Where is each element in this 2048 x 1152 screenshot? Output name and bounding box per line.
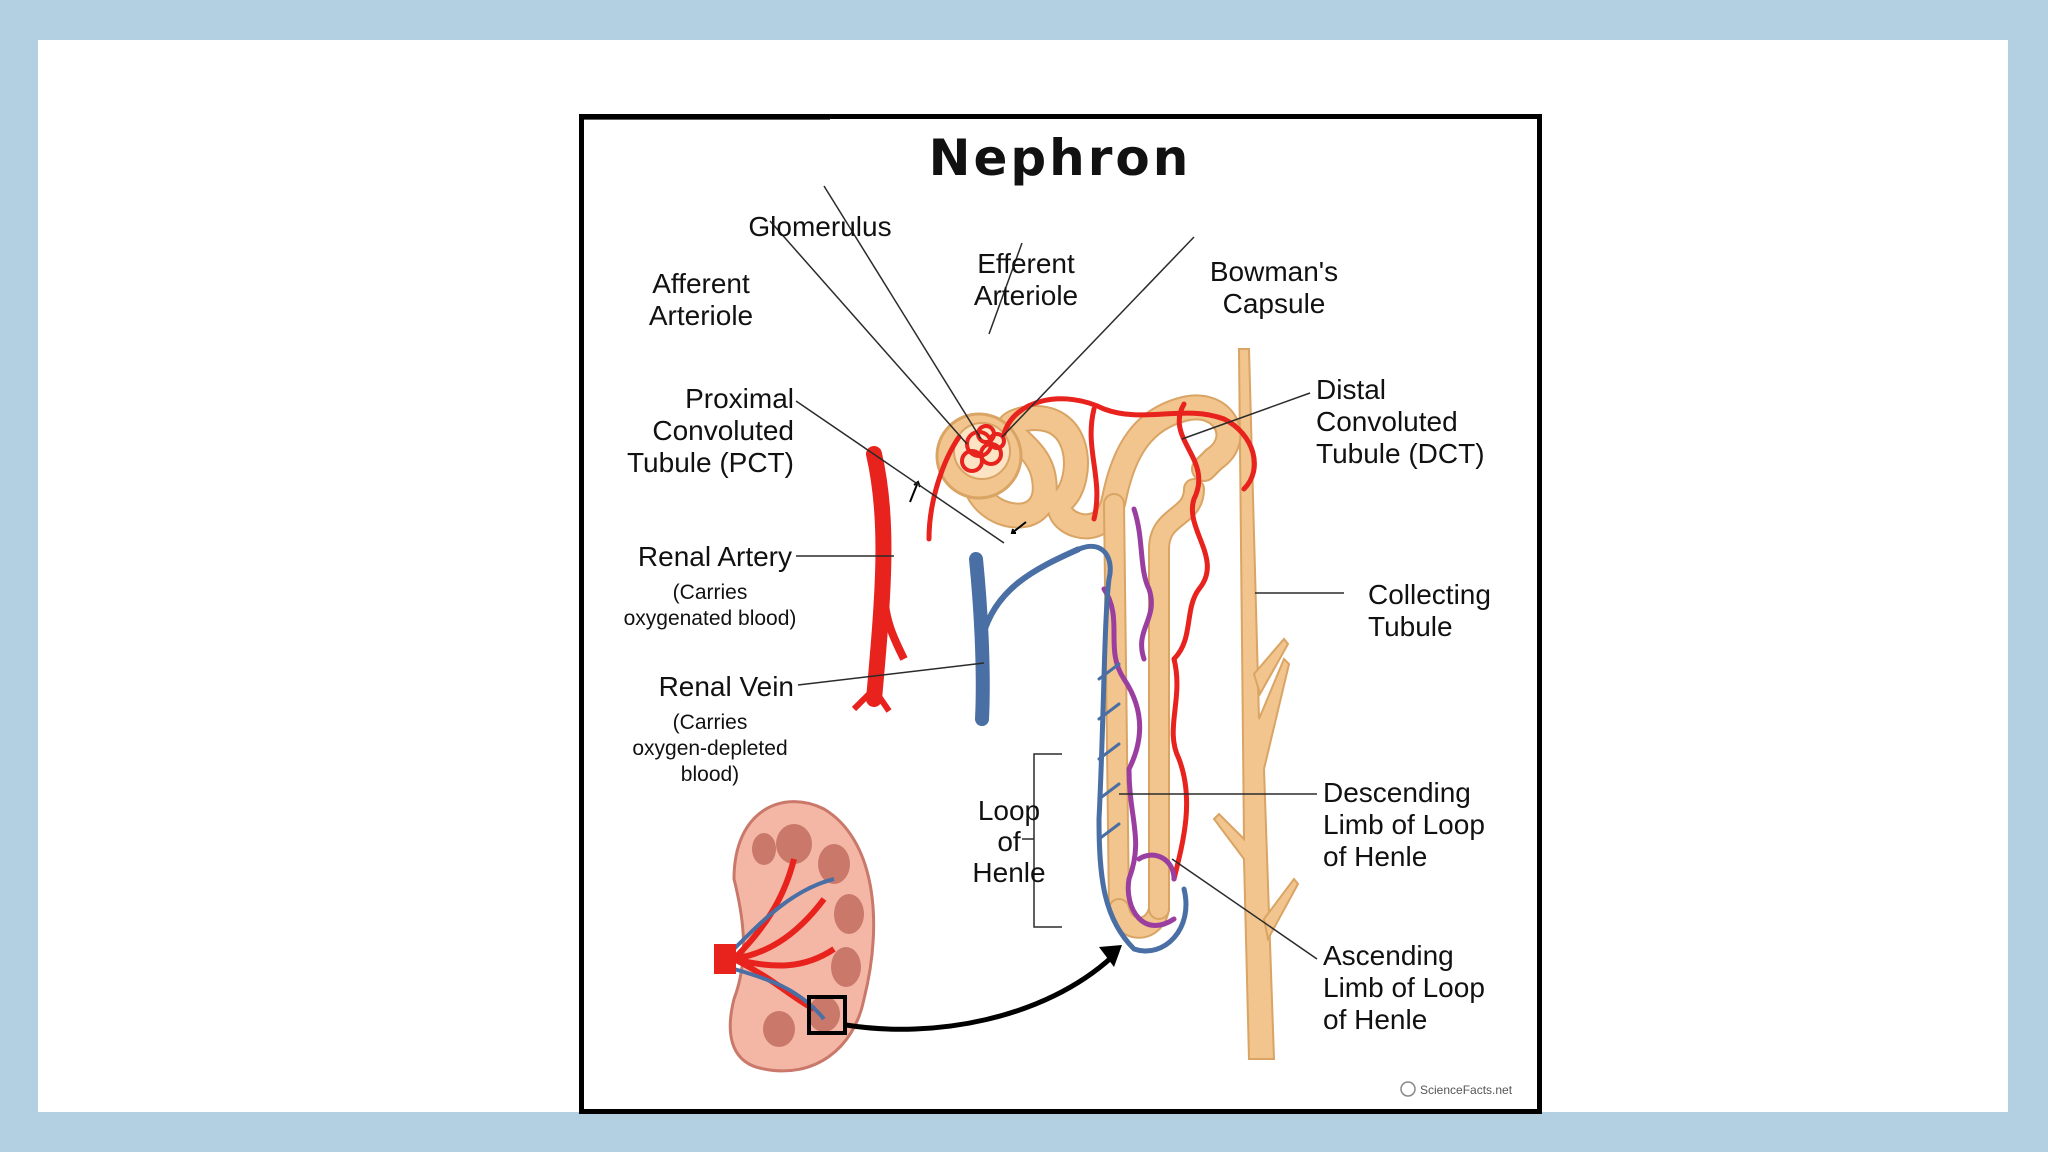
label-pct-line2: Convoluted	[652, 415, 794, 446]
collecting-tubule	[1212, 348, 1300, 1060]
label-ascending-limb-line3: of Henle	[1323, 1004, 1427, 1035]
slide: Nephron	[38, 40, 2008, 1114]
label-glomerulus: Glomerulus	[748, 211, 891, 242]
label-efferent-arteriole-line2: Arteriole	[974, 280, 1078, 311]
label-bowmans-capsule-line2: Capsule	[1223, 288, 1326, 319]
label-loop-of-henle-line2: of	[997, 826, 1021, 857]
sciencefacts-logo: ScienceFacts.net	[1400, 1081, 1513, 1097]
renal-vein-vessel	[969, 546, 1081, 726]
leader-lines	[584, 119, 1344, 960]
label-renal-vein-note-line1: (Carries	[673, 711, 748, 734]
label-loop-of-henle-line1: Loop	[978, 795, 1040, 826]
glomerulus-capillaries	[960, 424, 1006, 473]
label-afferent-arteriole-line2: Arteriole	[649, 300, 753, 331]
label-renal-vein: Renal Vein	[659, 671, 794, 702]
label-renal-vein-note-line2: oxygen-depleted	[632, 737, 787, 760]
renal-artery-vessel	[851, 446, 908, 713]
peritubular-capillaries	[926, 396, 1257, 954]
label-ascending-limb-line2: Limb of Loop	[1323, 972, 1485, 1003]
label-loop-of-henle-line3: Henle	[972, 857, 1045, 888]
label-dct-line2: Convoluted	[1316, 406, 1458, 437]
zoom-arrow	[845, 945, 1122, 1032]
watermark-text: ScienceFacts.net	[1420, 1083, 1513, 1097]
label-collecting-tubule-line2: Tubule	[1368, 611, 1453, 642]
label-descending-limb-line3: of Henle	[1323, 841, 1427, 872]
label-renal-artery-note-line1: (Carries	[673, 581, 748, 604]
diagram-title: Nephron	[929, 129, 1192, 187]
nephron-diagram: Nephron	[584, 119, 1513, 1097]
label-renal-artery-note-line2: oxygenated blood)	[624, 607, 797, 630]
label-dct-line1: Distal	[1316, 374, 1386, 405]
label-efferent-arteriole-line1: Efferent	[977, 248, 1075, 279]
label-afferent-arteriole-line1: Afferent	[652, 268, 750, 299]
label-dct-line3: Tubule (DCT)	[1316, 438, 1485, 469]
label-pct-line3: Tubule (PCT)	[627, 447, 794, 478]
label-descending-limb-line2: Limb of Loop	[1323, 809, 1485, 840]
label-renal-vein-note-line3: blood)	[681, 763, 739, 786]
label-descending-limb-line1: Descending	[1323, 777, 1471, 808]
label-ascending-limb-line1: Ascending	[1323, 940, 1454, 971]
nephron-figure: Nephron	[579, 114, 1542, 1114]
label-pct-line1: Proximal	[685, 383, 794, 414]
label-renal-artery: Renal Artery	[638, 541, 792, 572]
label-collecting-tubule-line1: Collecting	[1368, 579, 1491, 610]
kidney-inset	[714, 800, 876, 1073]
label-bowmans-capsule-line1: Bowman's	[1210, 256, 1338, 287]
